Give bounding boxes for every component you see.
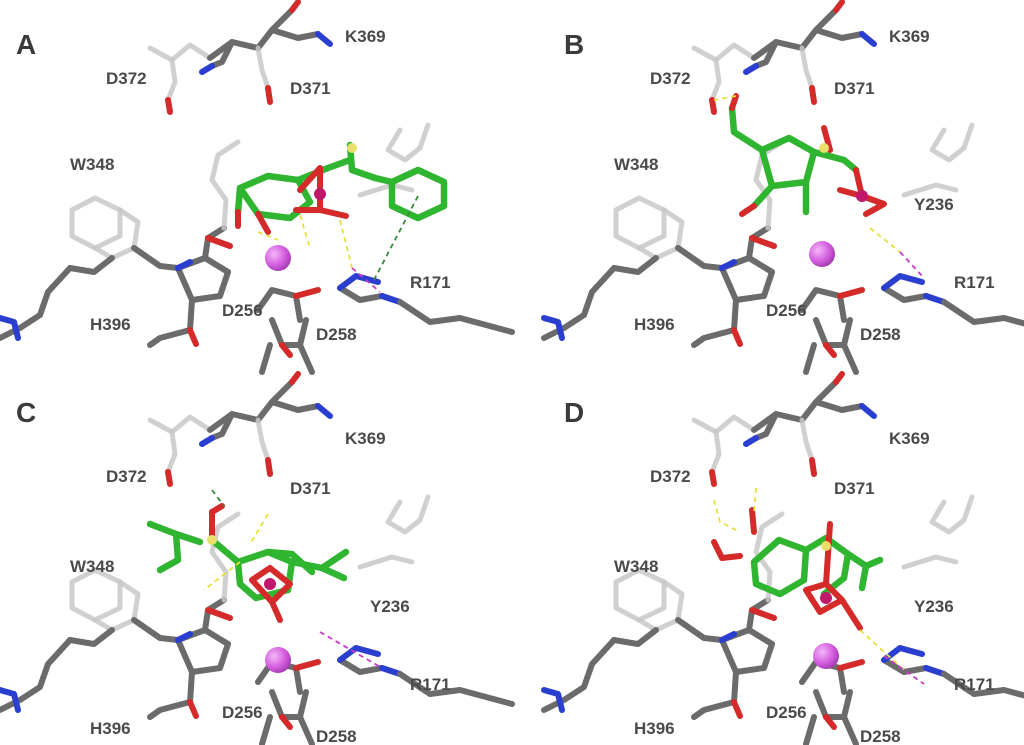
phosphorus-atom [264, 578, 276, 590]
residue-label: D258 [316, 325, 357, 344]
panel-letter: C [16, 397, 36, 428]
residue-label: D256 [222, 301, 263, 320]
phosphorus-atom [820, 592, 832, 604]
metal-ion [809, 241, 835, 267]
residue-label: R171 [954, 675, 995, 694]
residue-label: D258 [860, 325, 901, 344]
residue-label: R171 [954, 273, 995, 292]
residue-label: W348 [70, 155, 114, 174]
panel-letter: B [564, 29, 584, 60]
residue-label: K369 [345, 429, 386, 448]
residue-label: D371 [290, 79, 331, 98]
residue-label: H396 [90, 315, 131, 334]
phosphorus-atom [856, 190, 868, 202]
metal-ion [265, 647, 291, 673]
residue-label: D256 [766, 301, 807, 320]
residue-label: K369 [889, 429, 930, 448]
residue-label: D371 [290, 479, 331, 498]
panel-d: D K369 D372 D371 W348 Y236 R171 H396 D25… [544, 374, 1024, 745]
sulfur-atom [819, 143, 829, 153]
residue-label: W348 [70, 557, 114, 576]
residue-label: D372 [106, 467, 147, 486]
sulfur-atom [347, 143, 357, 153]
residue-label: K369 [889, 27, 930, 46]
panel-c: C K369 D372 D371 W348 Y236 R171 H396 D25… [0, 374, 512, 745]
panel-b: B K369 D372 D371 W348 Y236 R171 H396 D25… [544, 2, 1024, 372]
residue-label: R171 [410, 273, 451, 292]
residue-label: D372 [106, 69, 147, 88]
residue-label: Y236 [914, 597, 954, 616]
residue-label: H396 [634, 719, 675, 738]
panel-letter: D [564, 397, 584, 428]
sulfur-atom [207, 535, 217, 545]
residue-label: H396 [634, 315, 675, 334]
metal-ion [265, 245, 291, 271]
panel-letter: A [16, 29, 36, 60]
residue-label: W348 [614, 155, 658, 174]
residue-label: D256 [222, 703, 263, 722]
sulfur-atom [821, 541, 831, 551]
residue-label: Y236 [370, 597, 410, 616]
residue-label: K369 [345, 27, 386, 46]
residue-label: Y236 [914, 195, 954, 214]
residue-label: D258 [316, 727, 357, 745]
residue-label: H396 [90, 719, 131, 738]
residue-label: D371 [834, 79, 875, 98]
residue-label: D371 [834, 479, 875, 498]
residue-label: D258 [860, 727, 901, 745]
residue-label: W348 [614, 557, 658, 576]
metal-ion [813, 643, 839, 669]
residue-label: R171 [410, 675, 451, 694]
residue-label: D256 [766, 703, 807, 722]
panel-a: A K369 D372 D371 W348 R171 H396 D256 D25… [0, 2, 512, 372]
residue-label: D372 [650, 467, 691, 486]
residue-label: D372 [650, 69, 691, 88]
phosphorus-atom [314, 188, 326, 200]
